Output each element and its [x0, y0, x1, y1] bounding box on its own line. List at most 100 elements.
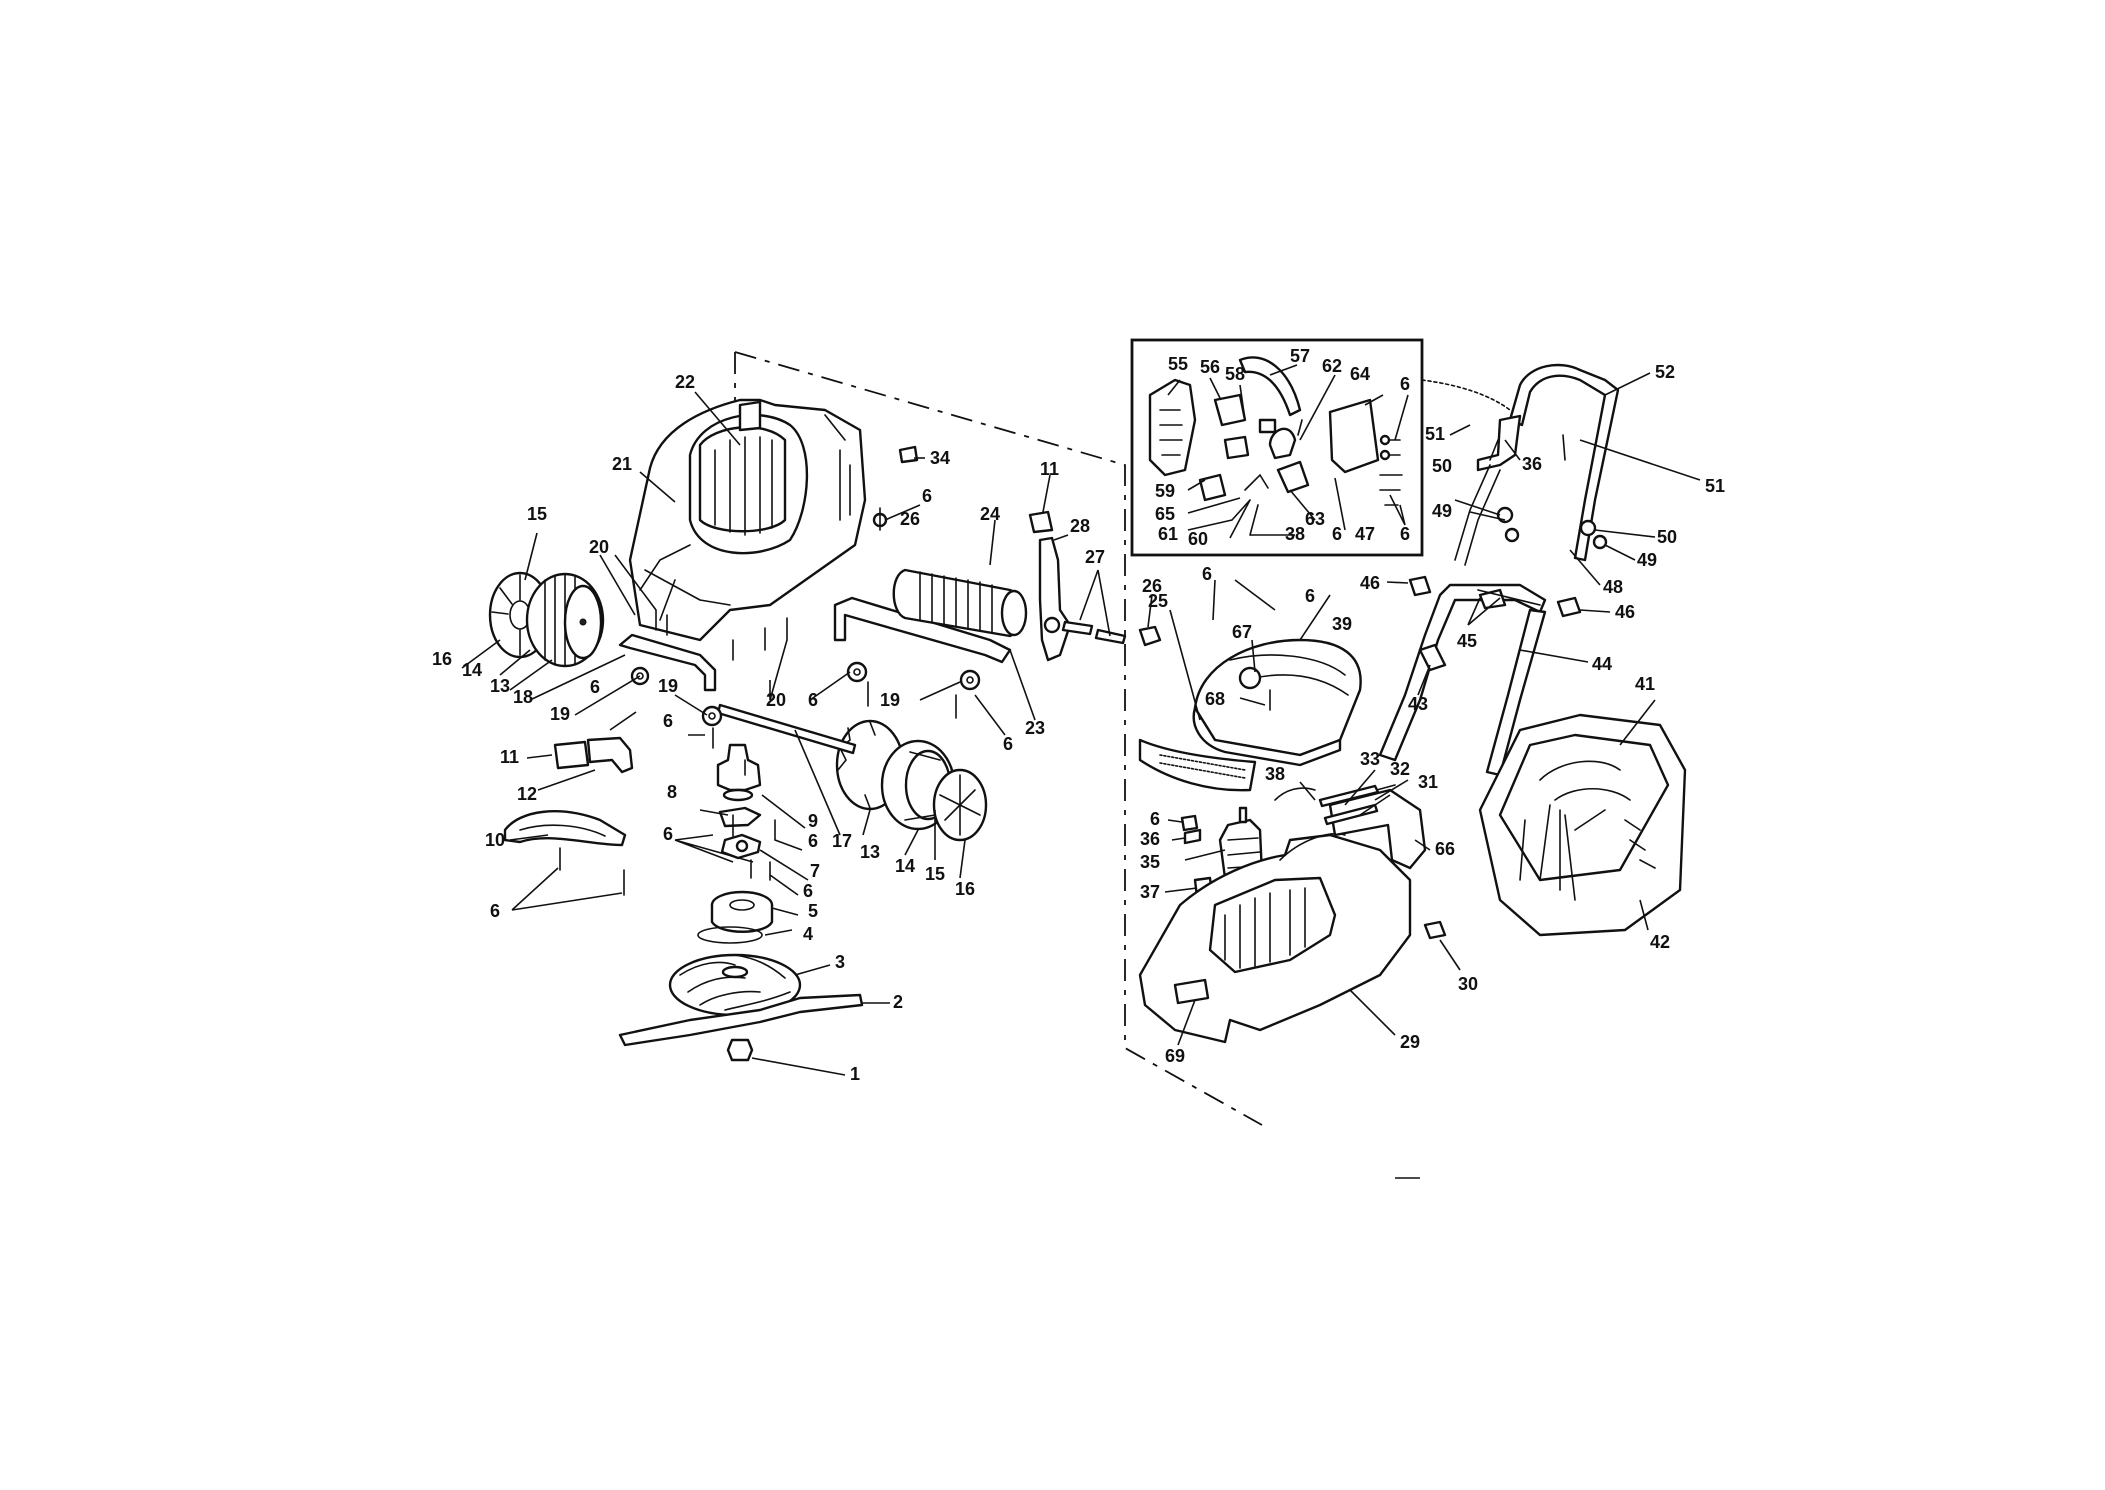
callout-30: 30	[1458, 974, 1478, 994]
callout-36: 36	[1140, 829, 1160, 849]
callout-43: 43	[1408, 694, 1428, 714]
callout-59: 59	[1155, 481, 1175, 501]
callout-26: 26	[1142, 576, 1162, 596]
switch-box-inset	[1130, 338, 1424, 557]
upper-handle	[1454, 363, 1620, 566]
callout-49: 49	[1432, 501, 1452, 521]
callout-56: 56	[1200, 357, 1220, 377]
grass-deflector-flap	[1138, 738, 1257, 792]
callout-6: 6	[808, 690, 818, 710]
callout-50: 50	[1432, 456, 1452, 476]
callout-17: 17	[832, 831, 852, 851]
callout-19: 19	[880, 690, 900, 710]
callout-65: 65	[1155, 504, 1175, 524]
callout-14: 14	[462, 660, 482, 680]
callout-27: 27	[1085, 547, 1105, 567]
blade-drive-stack	[697, 743, 774, 944]
callout-18: 18	[513, 687, 533, 707]
callout-38: 38	[1285, 524, 1305, 544]
callout-31: 31	[1418, 772, 1438, 792]
callout-61: 61	[1158, 524, 1178, 544]
callout-22: 22	[675, 372, 695, 392]
callout-6: 6	[663, 711, 673, 731]
callout-32: 32	[1390, 759, 1410, 779]
leader-lines	[461, 364, 1701, 1076]
callout-35: 35	[1140, 852, 1160, 872]
callout-11: 11	[1040, 459, 1059, 479]
callout-60: 60	[1188, 529, 1208, 549]
roller-pins	[1061, 620, 1162, 647]
callout-45: 45	[1457, 631, 1477, 651]
callout-68: 68	[1205, 689, 1225, 709]
callout-57: 57	[1290, 346, 1310, 366]
callout-6: 6	[922, 486, 932, 506]
callout-47: 47	[1355, 524, 1375, 544]
callout-11: 11	[500, 747, 519, 767]
callout-67: 67	[1232, 622, 1252, 642]
callout-21: 21	[612, 454, 632, 474]
callout-49: 49	[1637, 550, 1657, 570]
callout-46: 46	[1615, 602, 1635, 622]
callout-13: 13	[490, 676, 510, 696]
callout-1: 1	[850, 1064, 860, 1084]
rear-axle-bar	[618, 633, 717, 692]
callout-6: 6	[1400, 524, 1410, 544]
callout-4: 4	[803, 924, 813, 944]
callout-labels: 22 21 15 20 16 14 13 18 19 6 19 6 11 12 …	[432, 346, 1725, 1084]
callout-8: 8	[667, 782, 677, 802]
callout-50: 50	[1657, 527, 1677, 547]
callout-6: 6	[1400, 374, 1410, 394]
callout-14: 14	[895, 856, 915, 876]
callout-37: 37	[1140, 882, 1160, 902]
callout-6: 6	[1305, 586, 1315, 606]
height-adjust-lever-left	[553, 736, 634, 774]
callout-29: 29	[1400, 1032, 1420, 1052]
callout-6: 6	[808, 831, 818, 851]
bolt-30	[1423, 920, 1447, 940]
callout-66: 66	[1435, 839, 1455, 859]
callout-6: 6	[663, 824, 673, 844]
callout-12: 12	[517, 784, 537, 804]
callout-23: 23	[1025, 718, 1045, 738]
callout-36: 36	[1522, 454, 1542, 474]
cutting-blade	[618, 993, 864, 1062]
callout-34: 34	[930, 448, 950, 468]
small-hardware-left	[559, 445, 981, 896]
callout-13: 13	[860, 842, 880, 862]
cutter-deck	[1138, 833, 1412, 1044]
front-wheel-left	[835, 719, 988, 842]
blade-fan	[668, 953, 802, 1017]
callout-6: 6	[1003, 734, 1013, 754]
callout-2: 2	[893, 992, 903, 1012]
callout-62: 62	[1322, 356, 1342, 376]
callout-19: 19	[658, 676, 678, 696]
callout-24: 24	[980, 504, 1000, 524]
callout-63: 63	[1305, 509, 1325, 529]
callout-41: 41	[1635, 674, 1655, 694]
callout-6: 6	[1202, 564, 1212, 584]
callout-20: 20	[589, 537, 609, 557]
cable-38	[1274, 787, 1316, 801]
cable-coil	[1421, 379, 1511, 411]
callout-58: 58	[1225, 364, 1245, 384]
callout-42: 42	[1650, 932, 1670, 952]
callout-25: 25	[1148, 591, 1168, 611]
rear-roller	[892, 568, 1028, 638]
callout-5: 5	[808, 901, 818, 921]
callout-64: 64	[1350, 364, 1370, 384]
callout-28: 28	[1070, 516, 1090, 536]
callout-6: 6	[803, 881, 813, 901]
callout-6: 6	[1332, 524, 1342, 544]
callout-15: 15	[925, 864, 945, 884]
callout-33: 33	[1360, 749, 1380, 769]
callout-38: 38	[1265, 764, 1285, 784]
callout-20: 20	[766, 690, 786, 710]
blade-guard-clip	[503, 810, 627, 847]
rear-wheel-left	[488, 571, 605, 668]
callout-9: 9	[808, 811, 818, 831]
grass-box	[1478, 713, 1687, 937]
callout-6: 6	[590, 677, 600, 697]
callout-44: 44	[1592, 654, 1612, 674]
callout-15: 15	[527, 504, 547, 524]
